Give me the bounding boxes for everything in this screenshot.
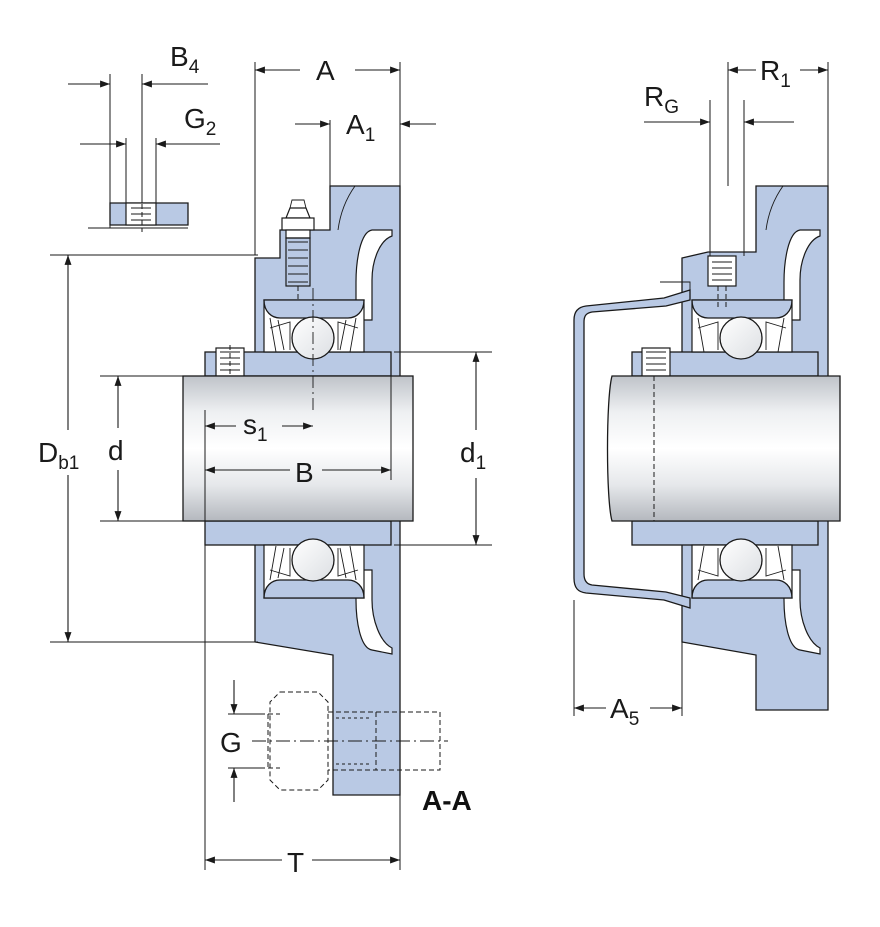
right-cover-view [573, 185, 841, 711]
housing-recess-bottom [355, 569, 393, 655]
label-RG: RG [644, 81, 679, 118]
inner-ring-bottom [204, 520, 392, 546]
label-B: B [295, 457, 314, 488]
label-d1: d1 [460, 437, 486, 474]
ball-bottom [291, 538, 335, 582]
label-Db1: Db1 [38, 437, 79, 474]
label-d: d [108, 435, 124, 466]
label-B4: B4 [170, 41, 200, 78]
label-T: T [287, 847, 304, 878]
left-section-view [182, 185, 448, 796]
mounting-bolt [252, 691, 448, 791]
end-cover [573, 289, 691, 609]
label-G2: G2 [184, 103, 216, 140]
shaft [182, 375, 414, 522]
housing-recess-top [355, 229, 393, 321]
set-screw [215, 345, 245, 380]
label-A5: A5 [610, 693, 639, 730]
dimension-labels: A A1 B4 G2 Db1 d d1 s1 B G T R1 RG A5 A-… [38, 41, 791, 878]
label-A: A [316, 55, 335, 86]
grease-nipple [281, 199, 315, 312]
label-A1: A1 [346, 109, 375, 146]
dimension-lines [50, 62, 829, 870]
label-R1: R1 [760, 55, 791, 92]
label-s1: s1 [243, 409, 268, 446]
label-G: G [220, 727, 242, 758]
ring-detail-sketch [88, 196, 189, 232]
shaft-right [606, 375, 841, 522]
section-label: A-A [422, 785, 472, 816]
